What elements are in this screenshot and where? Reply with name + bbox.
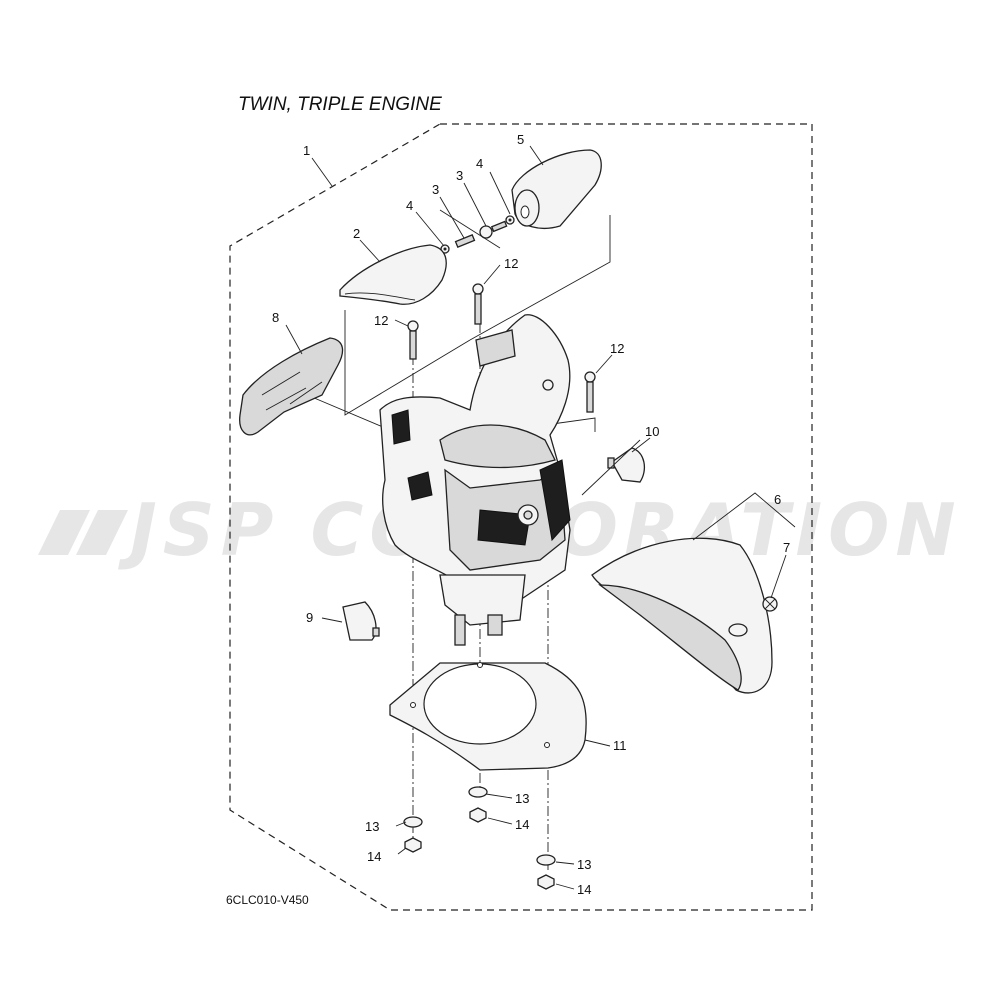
callout-7: 7 — [783, 540, 790, 555]
part-2-wedge-cover — [339, 244, 447, 305]
jsp-logo-icon — [38, 510, 128, 555]
part-3-4-fasteners — [440, 215, 515, 254]
callout-5: 5 — [517, 132, 524, 147]
callout-12a: 12 — [504, 256, 518, 271]
callout-13c: 13 — [577, 857, 591, 872]
callout-3b: 3 — [456, 168, 463, 183]
callout-12b: 12 — [374, 313, 388, 328]
callout-14c: 14 — [577, 882, 591, 897]
callout-13a: 13 — [365, 819, 379, 834]
part-7-clip — [762, 596, 778, 612]
part-6-wing-cover — [591, 537, 773, 694]
part-11-base-plate — [389, 662, 587, 771]
assembly-boundary — [229, 123, 813, 911]
callout-4b: 4 — [476, 156, 483, 171]
diagram-title: TWIN, TRIPLE ENGINE — [238, 94, 442, 115]
callout-13b: 13 — [515, 791, 529, 806]
callout-14b: 14 — [515, 817, 529, 832]
figure-code: 6CLC010-V450 — [226, 893, 309, 907]
callout-14a: 14 — [367, 849, 381, 864]
part-8-side-panel — [239, 337, 344, 436]
part-1-console-body — [379, 314, 571, 646]
part-13-14-washers-nuts — [403, 786, 556, 890]
callout-11: 11 — [613, 738, 627, 753]
part-5-cap — [511, 149, 602, 229]
callout-12c: 12 — [610, 341, 624, 356]
callout-6: 6 — [774, 492, 781, 507]
callout-4a: 4 — [406, 198, 413, 213]
callouts: 1 2 3 3 4 4 5 12 12 8 12 10 6 7 9 11 13 … — [272, 132, 790, 897]
callout-9: 9 — [306, 610, 313, 625]
callout-8: 8 — [272, 310, 279, 325]
part-9-small-cap — [342, 601, 380, 641]
callout-3a: 3 — [432, 182, 439, 197]
part-12-screws — [407, 283, 596, 413]
part-10-small-cap — [607, 447, 646, 483]
callout-2: 2 — [353, 226, 360, 241]
callout-1: 1 — [303, 143, 310, 158]
leader-lines — [285, 145, 796, 890]
callout-10: 10 — [645, 424, 659, 439]
